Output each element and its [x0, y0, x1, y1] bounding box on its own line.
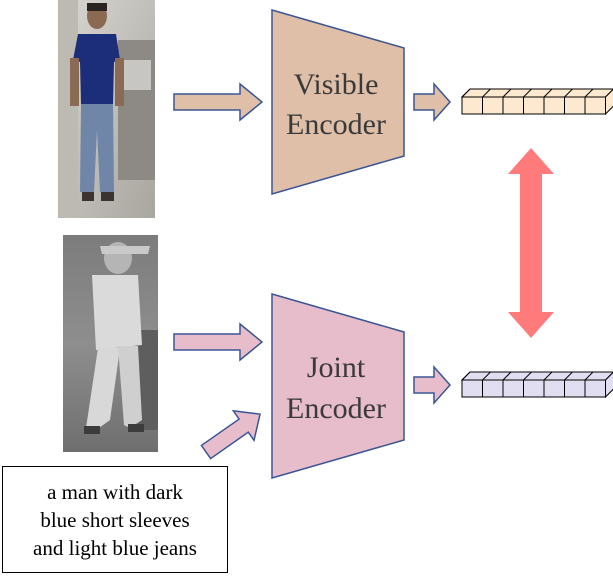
visible-encoder: Visible Encoder: [271, 9, 405, 195]
joint-feature-cell-edge: [564, 371, 573, 381]
joint-feature-cell-edge: [523, 371, 532, 381]
visible-feature-cell-edge: [584, 88, 594, 98]
arrow-joint-encoder-to-feature: [413, 365, 452, 405]
joint-encoder-label-line2: Encoder: [286, 392, 386, 425]
joint-feature-cell: [502, 379, 524, 398]
joint-feature-cell: [543, 379, 565, 398]
visible-encoder-label-line2: Encoder: [286, 108, 386, 141]
visible-feature-cell: [502, 96, 524, 115]
visible-feature-cell-edge: [543, 88, 553, 98]
rgb-person-photo: [58, 0, 155, 218]
visible-feature-cell-edge: [502, 88, 512, 98]
visible-feature-cell: [543, 96, 565, 115]
arrow-rgb-to-visible-encoder: [173, 82, 264, 122]
joint-feature-cell: [564, 379, 586, 398]
arrow-text-to-joint-encoder: [200, 409, 261, 460]
visible-feature-cell-edge: [461, 88, 471, 98]
joint-feature-cell: [482, 379, 504, 398]
visible-feature-cell-edge: [523, 88, 532, 98]
visible-feature-top-face: [460, 88, 613, 98]
joint-feature-cell-edge: [461, 371, 471, 381]
joint-encoder: Joint Encoder: [271, 293, 405, 479]
visible-feature-cell: [584, 96, 606, 115]
joint-feature-vector: [460, 371, 613, 399]
visible-encoder-label-line1: Visible: [294, 68, 379, 101]
text-description-line1: a man with dark: [47, 479, 183, 504]
text-description-line2: blue short sleeves: [40, 507, 190, 532]
feature-alignment-double-arrow: [508, 148, 554, 338]
arrow-ir-to-joint-encoder: [173, 322, 264, 362]
joint-feature-top-face: [460, 371, 613, 381]
visible-feature-vector: [460, 88, 613, 116]
visible-encoder-shape: [271, 9, 405, 195]
joint-feature-cell-edge: [502, 371, 512, 381]
visible-feature-cell: [461, 96, 483, 115]
infrared-person-photo: [63, 235, 158, 452]
visible-feature-cell: [482, 96, 504, 115]
joint-feature-cell-edge: [482, 371, 491, 381]
visible-feature-cell: [564, 96, 586, 115]
visible-feature-cell-edge: [564, 88, 573, 98]
text-description-line3: and light blue jeans: [33, 535, 197, 560]
joint-feature-cell: [584, 379, 606, 398]
joint-feature-cell: [523, 379, 545, 398]
visible-feature-cell-edge: [482, 88, 491, 98]
joint-encoder-shape: [271, 293, 405, 479]
arrow-visible-encoder-to-feature: [413, 82, 452, 122]
joint-feature-cell-edge: [543, 371, 553, 381]
joint-feature-cell-edge: [584, 371, 594, 381]
visible-feature-cell: [523, 96, 545, 115]
joint-encoder-label-line1: Joint: [307, 351, 366, 384]
joint-feature-cell: [461, 379, 483, 398]
text-description-box: a man with dark blue short sleeves and l…: [2, 466, 228, 573]
